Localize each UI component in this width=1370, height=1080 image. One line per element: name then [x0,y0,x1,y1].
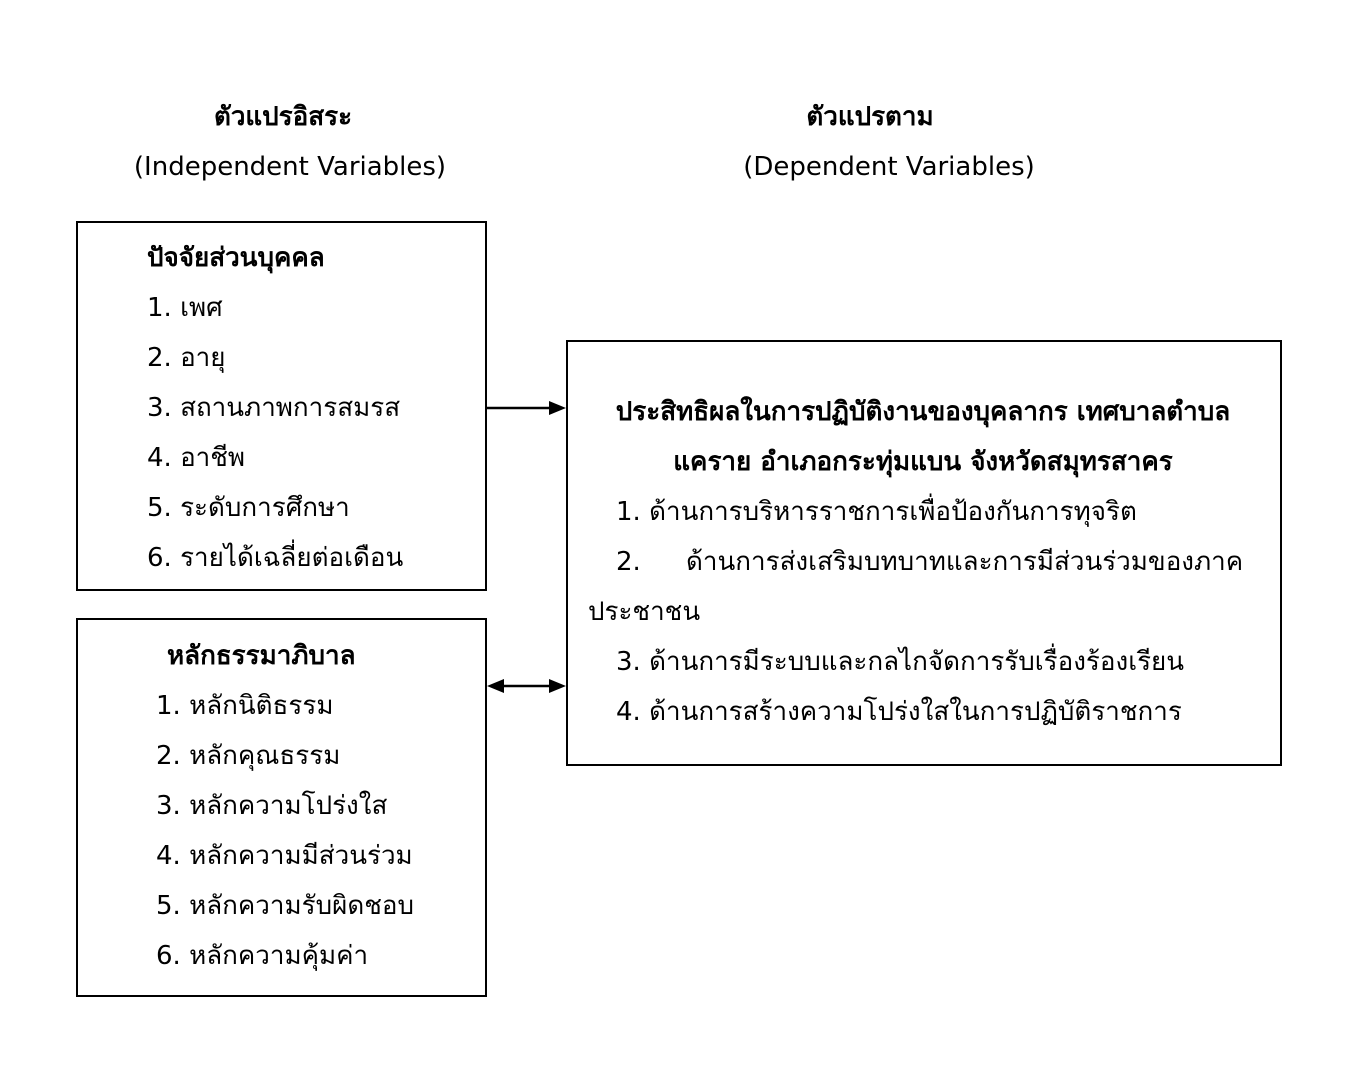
good-governance-item: 2. หลักคุณธรรม [156,741,341,771]
independent-variables-subtitle: (Independent Variables) [133,152,447,182]
dependent-variables-subtitle: (Dependent Variables) [743,152,1035,182]
arrow-personal-to-effectiveness [487,401,566,415]
item-number: 3. [616,647,641,677]
item-text: ด้านการบริหารราชการเพื่อป้องกันการทุจริต [649,497,1137,527]
effectiveness-content: ประสิทธิผลในการปฏิบัติงานของบุคลากร เทศบ… [588,387,1258,737]
personal-factors-content: ปัจจัยส่วนบุคคล 1. เพศ 2. อายุ 3. สถานภา… [147,233,403,583]
good-governance-item: 3. หลักความโปร่งใส [156,791,388,821]
good-governance-item: 5. หลักความรับผิดชอบ [156,891,414,921]
effectiveness-item: 4. ด้านการสร้างความโปร่งใสในการปฏิบัติรา… [588,687,1258,737]
good-governance-item: 6. หลักความคุ้มค่า [156,941,369,971]
item-text: ด้านการสร้างความโปร่งใสในการปฏิบัติราชกา… [649,697,1182,727]
effectiveness-item: 1. ด้านการบริหารราชการเพื่อป้องกันการทุจ… [588,487,1258,537]
item-text: ด้านการส่งเสริมบทบาทและการมีส่วนร่วมของภ… [686,547,1244,577]
dependent-variables-title: ตัวแปรตาม [806,102,934,132]
effectiveness-box: ประสิทธิผลในการปฏิบัติงานของบุคลากร เทศบ… [566,340,1282,766]
good-governance-box: หลักธรรมาภิบาล 1. หลักนิติธรรม 2. หลักคุ… [76,618,487,997]
personal-factor-item: 1. เพศ [147,293,223,323]
personal-factors-title: ปัจจัยส่วนบุคคล [147,243,325,273]
arrow-governance-effectiveness-bidirectional [487,679,566,693]
item-number: 4. [616,697,641,727]
item-number: 2. [616,547,641,577]
good-governance-content: หลักธรรมาภิบาล 1. หลักนิติธรรม 2. หลักคุ… [156,631,414,981]
arrowhead-left-icon [487,679,504,693]
effectiveness-title-line: ประสิทธิผลในการปฏิบัติงานของบุคลากร เทศบ… [615,397,1231,427]
good-governance-title: หลักธรรมาภิบาล [167,641,356,671]
personal-factors-box: ปัจจัยส่วนบุคคล 1. เพศ 2. อายุ 3. สถานภา… [76,221,487,591]
personal-factor-item: 5. ระดับการศึกษา [147,493,350,523]
independent-variables-title: ตัวแปรอิสระ [213,102,353,132]
personal-factor-item: 2. อายุ [147,343,226,373]
effectiveness-item: 2. ด้านการส่งเสริมบทบาทและการมีส่วนร่วมขอ… [588,537,1258,587]
personal-factor-item: 3. สถานภาพการสมรส [147,393,401,423]
personal-factor-item: 4. อาชีพ [147,443,246,473]
good-governance-item: 1. หลักนิติธรรม [156,691,334,721]
arrowhead-right-icon [549,679,566,693]
item-number: 1. [616,497,641,527]
arrowhead-right-icon [549,401,566,415]
effectiveness-item: 3. ด้านการมีระบบและกลไกจัดการรับเรื่องร้… [588,637,1258,687]
effectiveness-item-continuation: ประชาชน [588,597,701,627]
effectiveness-title-line: แคราย อำเภอกระทุ่มแบน จังหวัดสมุทรสาคร [673,447,1173,477]
personal-factor-item: 6. รายได้เฉลี่ยต่อเดือน [147,543,404,573]
good-governance-item: 4. หลักความมีส่วนร่วม [156,841,413,871]
item-text: ด้านการมีระบบและกลไกจัดการรับเรื่องร้องเ… [649,647,1185,677]
